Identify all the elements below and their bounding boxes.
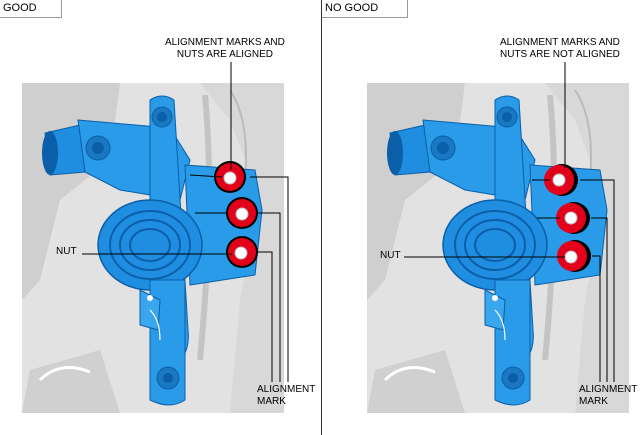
callout-top: ALIGNMENT MARKS AND NUTS ARE ALIGNED bbox=[165, 37, 285, 61]
alignment-mark-line2: MARK bbox=[579, 396, 608, 407]
panel-divider bbox=[321, 0, 322, 435]
panel-no-good: NO GOOD bbox=[322, 0, 643, 435]
strut-mount-illustration-good bbox=[22, 62, 289, 413]
nut-bottom bbox=[226, 236, 258, 268]
callout-top-line2: NUTS ARE NOT ALIGNED bbox=[500, 49, 620, 60]
callout-top-line2: NUTS ARE ALIGNED bbox=[176, 49, 273, 60]
nut-middle bbox=[226, 197, 258, 229]
nut-label: NUT bbox=[56, 246, 77, 257]
alignment-mark-line2: MARK bbox=[257, 396, 286, 407]
callout-top-line1: ALIGNMENT MARKS AND bbox=[500, 37, 620, 48]
alignment-mark-line1: ALIGNMENT bbox=[257, 384, 316, 395]
callout-top-line1: ALIGNMENT MARKS AND bbox=[165, 37, 285, 48]
nut-label: NUT bbox=[380, 250, 401, 261]
alignment-mark-label: ALIGNMENT MARK bbox=[579, 384, 637, 408]
leader-lines bbox=[82, 62, 289, 382]
nut-bottom bbox=[557, 240, 591, 272]
leader-lines bbox=[404, 62, 615, 382]
nut-middle bbox=[556, 202, 590, 234]
callout-top: ALIGNMENT MARKS AND NUTS ARE NOT ALIGNED bbox=[500, 37, 620, 61]
panel-title: NO GOOD bbox=[322, 0, 408, 18]
strut-mount-illustration-no-good bbox=[367, 62, 629, 413]
panel-title: GOOD bbox=[0, 0, 62, 18]
alignment-mark-label: ALIGNMENT MARK bbox=[257, 384, 315, 408]
nut-top bbox=[214, 161, 246, 193]
alignment-mark-line1: ALIGNMENT bbox=[579, 384, 638, 395]
panel-good: GOOD bbox=[0, 0, 321, 435]
nut-top bbox=[544, 164, 578, 196]
blue-bracket bbox=[42, 95, 263, 406]
